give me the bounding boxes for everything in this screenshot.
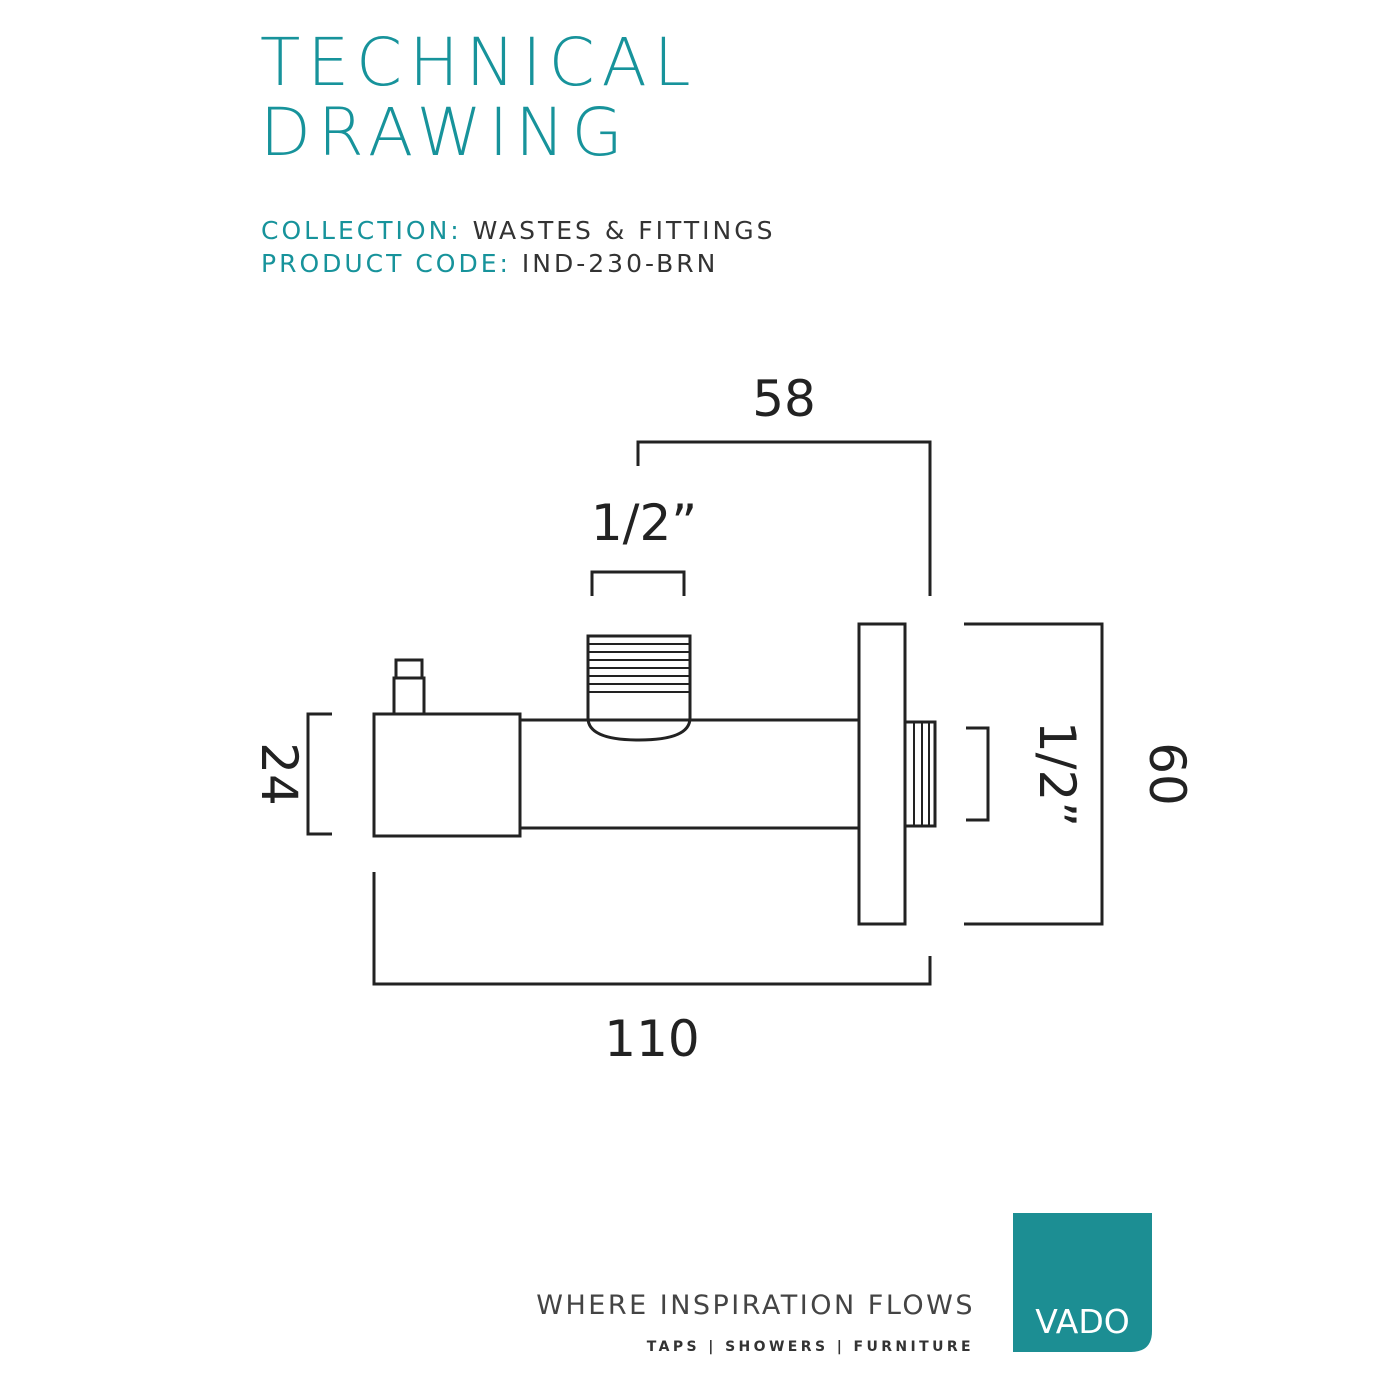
dim-label-60: 60 — [1138, 742, 1196, 806]
product-code-label: PRODUCT CODE: — [261, 249, 511, 278]
tagline: WHERE INSPIRATION FLOWS — [536, 1290, 975, 1321]
product-code-value: IND-230-BRN — [521, 249, 719, 278]
dim-bracket-58 — [636, 440, 932, 596]
thread-lines — [588, 643, 930, 826]
dim-label-top-thread: 1/2” — [591, 494, 697, 552]
dim-label-58: 58 — [752, 370, 816, 428]
dim-bracket-top-thread — [590, 570, 686, 596]
collection-row: COLLECTION: WASTES & FITTINGS — [261, 214, 775, 247]
dim-bracket-60 — [964, 622, 1104, 926]
product-meta: COLLECTION: WASTES & FITTINGS PRODUCT CO… — [261, 214, 775, 280]
logo-text: VADO — [1035, 1302, 1130, 1341]
wall-flange — [857, 622, 907, 926]
dim-label-outlet-thread: 1/2” — [1028, 721, 1086, 827]
collection-label: COLLECTION: — [261, 216, 462, 245]
logo-badge — [1013, 1213, 1152, 1352]
collection-value: WASTES & FITTINGS — [472, 216, 776, 245]
valve-body — [372, 622, 937, 926]
handle-pin — [392, 676, 426, 716]
dim-bracket-24 — [306, 712, 332, 836]
handle-pin-top — [394, 658, 424, 680]
top-connector — [586, 634, 692, 742]
outlet-thread — [903, 720, 937, 828]
vado-logo — [1013, 1213, 1152, 1352]
page-title: TECHNICAL DRAWING — [260, 28, 698, 168]
dim-bracket-outlet-thread — [966, 726, 990, 822]
title-line-2: DRAWING — [260, 94, 630, 171]
dim-bracket-110 — [372, 872, 932, 986]
dim-label-110: 110 — [604, 1010, 699, 1068]
title-line-1: TECHNICAL — [260, 24, 698, 101]
dimension-labels: 58 1/2” 24 1/2” 60 110 — [250, 370, 1196, 1068]
dimension-lines — [306, 440, 1104, 986]
product-code-row: PRODUCT CODE: IND-230-BRN — [261, 247, 775, 280]
product-categories: TAPS | SHOWERS | FURNITURE — [646, 1339, 974, 1355]
handle-cap — [372, 712, 522, 838]
dim-label-24: 24 — [250, 742, 308, 806]
